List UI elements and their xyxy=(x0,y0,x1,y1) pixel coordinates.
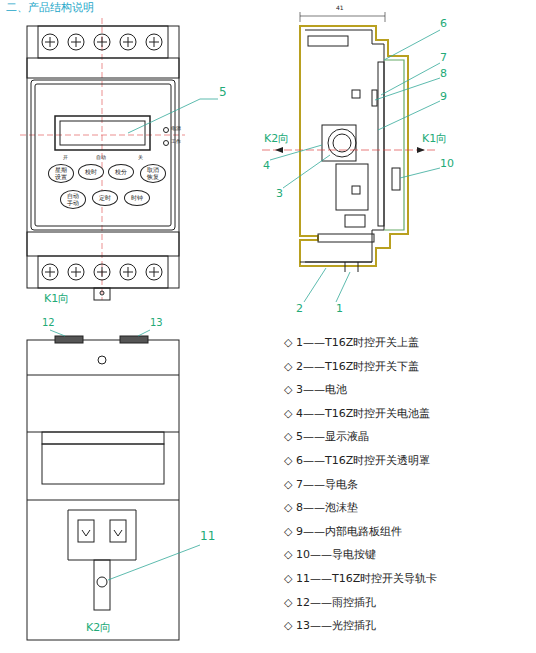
dimension: 41 xyxy=(336,5,344,11)
button-label: 自动手动 xyxy=(65,193,81,206)
terminal-screw xyxy=(120,264,136,280)
button-label: 星期设置 xyxy=(53,167,69,180)
screw-slot xyxy=(97,267,107,277)
part-list-item: ◇ 10——导电按键 xyxy=(284,549,376,560)
terminal-screw xyxy=(120,34,136,50)
callout-number: 11 xyxy=(200,530,215,542)
terminal-screw xyxy=(68,264,84,280)
terminal-screw xyxy=(68,34,84,50)
terminal-screw xyxy=(146,34,162,50)
screw-slot xyxy=(71,267,81,277)
button-label: 时钟 xyxy=(129,195,145,201)
key-button: 自动手动 xyxy=(60,190,86,209)
mode-label: 关 xyxy=(138,155,143,160)
terminal-screw xyxy=(146,264,162,280)
part-list-item: ◇ 3——电池 xyxy=(284,384,347,395)
callout-number: 9 xyxy=(440,91,447,102)
key-button: 取消恢复 xyxy=(140,164,166,183)
part-list-item: ◇ 6——T16Z时控开关透明罩 xyxy=(284,455,430,466)
part-list-item: ◇ 9——内部电路板组件 xyxy=(284,526,402,537)
terminal-screw xyxy=(42,34,58,50)
callout-number: 4 xyxy=(263,160,270,171)
part-list-item: ◇ 1——T16Z时控开关上盖 xyxy=(284,337,419,348)
screw-slot xyxy=(149,37,159,47)
terminal-screw xyxy=(94,34,110,50)
button-label: 校分 xyxy=(113,169,129,175)
callout-number: 5 xyxy=(219,86,227,98)
part-list-item: ◇ 5——显示液晶 xyxy=(284,431,369,442)
screw-slot xyxy=(71,37,81,47)
indicator-label: 工作 xyxy=(171,139,181,144)
button-label: 取消恢复 xyxy=(145,167,161,180)
screw-slot xyxy=(123,37,133,47)
callout-number: 3 xyxy=(276,188,283,199)
callout-number: 1 xyxy=(336,303,343,314)
terminal-screw xyxy=(94,264,110,280)
part-list-item: ◇ 7——导电条 xyxy=(284,479,358,490)
button-label: 校时 xyxy=(83,169,99,175)
screw-slot xyxy=(123,267,133,277)
front-view xyxy=(20,18,218,300)
callout-number: 6 xyxy=(440,18,447,29)
part-list-item: ◇ 2——T16Z时控开关下盖 xyxy=(284,361,419,372)
key-button: 星期设置 xyxy=(48,164,74,183)
callout-number: 12 xyxy=(42,318,55,328)
key-button: 校时 xyxy=(78,164,104,180)
screw-slot xyxy=(97,37,107,47)
view-label: K2向 xyxy=(86,622,111,633)
indicator-label: 电源 xyxy=(171,126,181,131)
key-button: 时钟 xyxy=(124,190,150,206)
mode-label: 自动 xyxy=(96,155,106,160)
key-button: 校分 xyxy=(108,164,134,180)
terminal-screw xyxy=(42,264,58,280)
back-view xyxy=(27,330,200,640)
part-list-item: ◇ 11——T16Z时控开关导轨卡 xyxy=(284,573,437,584)
screw-slot xyxy=(149,267,159,277)
screw-slot xyxy=(45,267,55,277)
callout-number: 8 xyxy=(440,68,447,79)
callout-number: 13 xyxy=(150,318,163,328)
button-label: 定时 xyxy=(97,195,113,201)
screw-slot xyxy=(45,37,55,47)
view-label: K1向 xyxy=(44,293,69,304)
callout-number: 2 xyxy=(296,303,303,314)
key-button: 定时 xyxy=(92,190,118,206)
view-label: K1向 xyxy=(422,133,447,144)
callout-number: 10 xyxy=(440,158,454,169)
view-label: K2向 xyxy=(264,133,289,144)
part-list-item: ◇ 13——光控插孔 xyxy=(284,620,376,631)
part-list-item: ◇ 8——泡沫垫 xyxy=(284,502,358,513)
section-view xyxy=(262,12,440,302)
part-list-item: ◇ 12——雨控插孔 xyxy=(284,597,376,608)
section-title: 二、产品结构说明 xyxy=(6,2,94,13)
part-list-item: ◇ 4——T16Z时控开关电池盖 xyxy=(284,408,430,419)
mode-label: 开 xyxy=(63,155,68,160)
callout-number: 7 xyxy=(440,52,447,63)
